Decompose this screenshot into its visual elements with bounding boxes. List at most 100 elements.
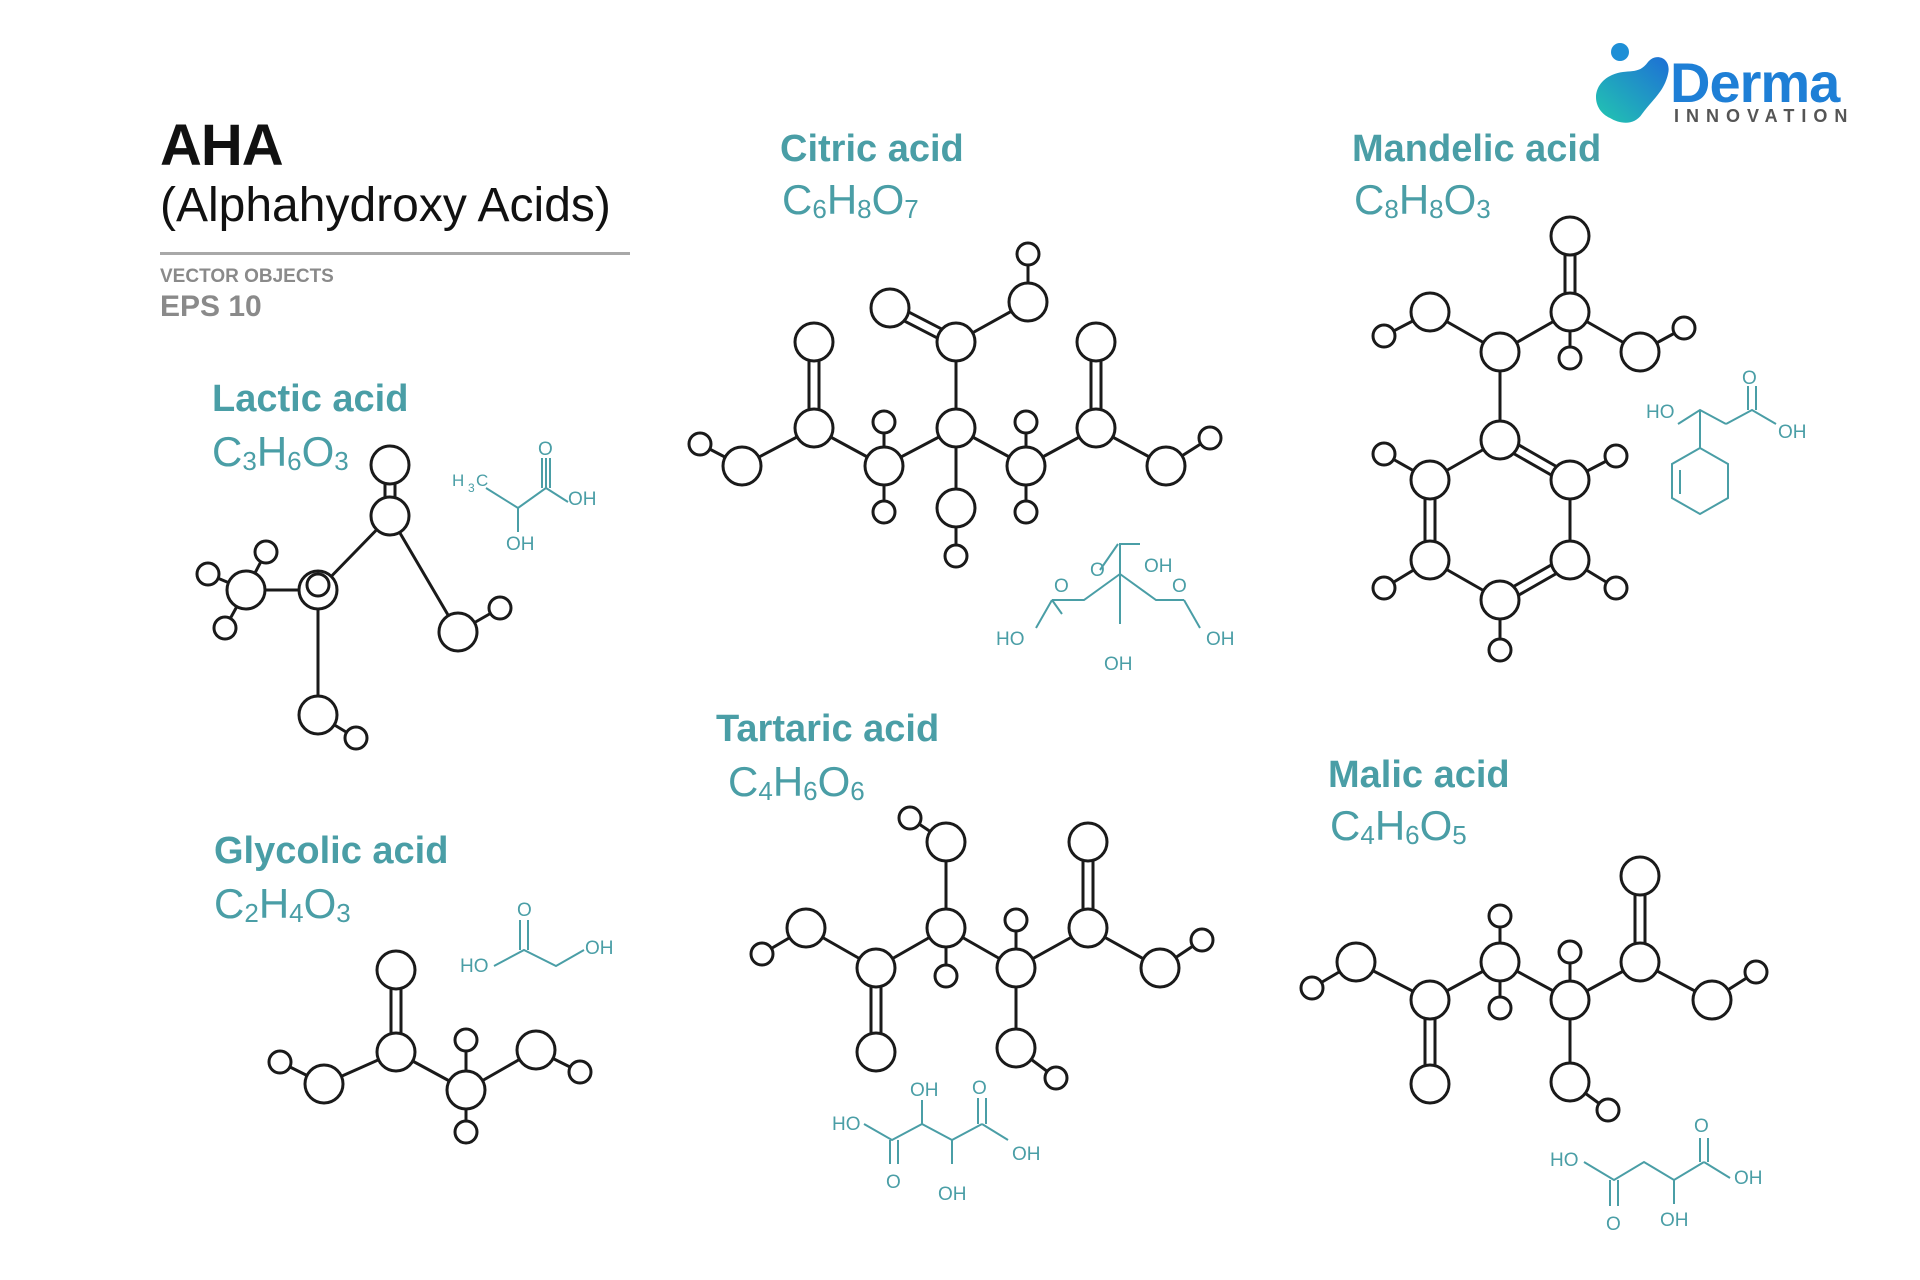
citric-hydrogen-atom bbox=[687, 431, 713, 457]
citric-formula-element: C bbox=[782, 176, 813, 223]
lactic-formula-element: O bbox=[301, 428, 335, 475]
mandelic-heavy-atom bbox=[1549, 539, 1591, 581]
citric-skeletal-bond bbox=[1183, 599, 1201, 629]
tartaric-skeletal-label: OH bbox=[938, 1184, 967, 1205]
mandelic-hydrogen-atom bbox=[1487, 637, 1513, 663]
citric-heavy-atom bbox=[793, 321, 835, 363]
malic-hydrogen-atom bbox=[1487, 995, 1513, 1021]
citric-skeletal-bond bbox=[1119, 543, 1140, 574]
tartaric-heavy-atom bbox=[1067, 821, 1109, 863]
citric-heavy-atom bbox=[1075, 321, 1117, 363]
citric-skeletal-label: OH bbox=[1104, 654, 1133, 675]
glycolic-heavy-atom bbox=[303, 1063, 345, 1105]
lactic-formula-element: C bbox=[212, 428, 243, 475]
citric-skeletal-bond bbox=[1099, 543, 1119, 571]
malic-hydrogen-atom bbox=[1595, 1097, 1621, 1123]
lactic-skeletal-bond bbox=[485, 458, 547, 510]
citric-formula-count: 7 bbox=[904, 194, 919, 224]
lactic-hydrogen-atom bbox=[195, 561, 221, 587]
tartaric-formula-count: 6 bbox=[803, 776, 818, 806]
tartaric-heavy-atom bbox=[855, 947, 897, 989]
tartaric-heavy-atom bbox=[1067, 907, 1109, 949]
lactic-hydrogen-atom bbox=[343, 725, 369, 751]
malic-formula-element: H bbox=[1374, 802, 1406, 849]
mandelic-hydrogen-atom bbox=[1557, 345, 1583, 371]
lactic-heavy-atom bbox=[437, 611, 479, 653]
citric-skeletal-label: HO bbox=[996, 629, 1025, 650]
tartaric-skeletal-bond bbox=[981, 1123, 1009, 1141]
citric-heavy-atom bbox=[863, 445, 905, 487]
mandelic-hydrogen-atom bbox=[1371, 323, 1397, 349]
tartaric-skeletal-label: OH bbox=[1012, 1144, 1041, 1165]
malic-hydrogen-atom bbox=[1299, 975, 1325, 1001]
malic-ball-stick-model bbox=[1299, 855, 1769, 1123]
tartaric-hydrogen-atom bbox=[1043, 1065, 1069, 1091]
glycolic-hydrogen-atom bbox=[267, 1049, 293, 1075]
citric-formula-element: H bbox=[826, 176, 858, 223]
malic-skeletal-bond bbox=[1609, 1180, 1619, 1206]
tartaric-formula: C4H6O6 bbox=[728, 758, 865, 806]
glycolic-formula-element: H bbox=[258, 880, 290, 927]
citric-skeletal-label: O bbox=[1054, 576, 1069, 597]
citric-hydrogen-atom bbox=[1013, 409, 1039, 435]
glycolic-skeletal-bond bbox=[519, 920, 529, 950]
tartaric-hydrogen-atom bbox=[933, 963, 959, 989]
citric-heavy-atom bbox=[1005, 445, 1047, 487]
malic-skeletal-label: O bbox=[1606, 1214, 1621, 1235]
citric-hydrogen-atom bbox=[1015, 241, 1041, 267]
lactic-bond bbox=[388, 515, 460, 633]
mandelic-ball-stick-model bbox=[1371, 215, 1697, 663]
glycolic-heavy-atom bbox=[515, 1029, 557, 1071]
glycolic-hydrogen-atom bbox=[453, 1027, 479, 1053]
mandelic-skeletal-bond bbox=[1725, 408, 1777, 425]
lactic-formula-count: 6 bbox=[287, 446, 302, 476]
glycolic-skeletal-label: HO bbox=[460, 956, 489, 977]
lactic-hydrogen-atom bbox=[305, 572, 331, 598]
malic-heavy-atom bbox=[1409, 1063, 1451, 1105]
glycolic-ball-stick-model bbox=[267, 949, 593, 1145]
malic-heavy-atom bbox=[1335, 941, 1377, 983]
tartaric-heavy-atom bbox=[855, 1031, 897, 1073]
mandelic-hydrogen-atom bbox=[1371, 441, 1397, 467]
mandelic-acid-name: Mandelic acid bbox=[1352, 128, 1602, 170]
malic-hydrogen-atom bbox=[1557, 939, 1583, 965]
lactic-ball-stick-model bbox=[195, 444, 513, 751]
malic-heavy-atom bbox=[1619, 941, 1661, 983]
lactic-heavy-atom bbox=[369, 444, 411, 486]
mandelic-formula-count: 8 bbox=[1384, 194, 1399, 224]
glycolic-heavy-atom bbox=[375, 1031, 417, 1073]
lactic-heavy-atom bbox=[297, 694, 339, 736]
citric-skeletal-bond bbox=[1119, 573, 1184, 601]
tartaric-hydrogen-atom bbox=[749, 941, 775, 967]
citric-heavy-atom bbox=[935, 321, 977, 363]
malic-hydrogen-atom bbox=[1487, 903, 1513, 929]
glycolic-formula-count: 2 bbox=[244, 898, 259, 928]
malic-hydrogen-atom bbox=[1743, 959, 1769, 985]
glycolic-acid-name: Glycolic acid bbox=[214, 830, 449, 872]
malic-heavy-atom bbox=[1549, 979, 1591, 1021]
glycolic-hydrogen-atom bbox=[453, 1119, 479, 1145]
lactic-skeletal-label: 3 bbox=[468, 481, 475, 495]
glycolic-skeletal-bond bbox=[493, 948, 585, 968]
mandelic-skeletal-bond bbox=[1747, 386, 1757, 410]
citric-heavy-atom bbox=[1007, 281, 1049, 323]
lactic-formula: C3H6O3 bbox=[212, 428, 349, 476]
mandelic-skeletal-bond bbox=[1671, 446, 1729, 516]
citric-acid-name: Citric acid bbox=[780, 128, 964, 170]
page-subtitle: (Alphahydroxy Acids) bbox=[160, 179, 611, 232]
malic-formula-element: O bbox=[1419, 802, 1453, 849]
malic-skeletal-label: OH bbox=[1734, 1168, 1763, 1189]
tartaric-hydrogen-atom bbox=[897, 805, 923, 831]
malic-formula-element: C bbox=[1330, 802, 1361, 849]
mandelic-heavy-atom bbox=[1479, 579, 1521, 621]
lactic-skeletal-label: C bbox=[476, 471, 488, 490]
tartaric-hydrogen-atom bbox=[1003, 907, 1029, 933]
lactic-skeletal-bond bbox=[541, 458, 551, 488]
citric-heavy-atom bbox=[793, 407, 835, 449]
lactic-heavy-atom bbox=[225, 569, 267, 611]
